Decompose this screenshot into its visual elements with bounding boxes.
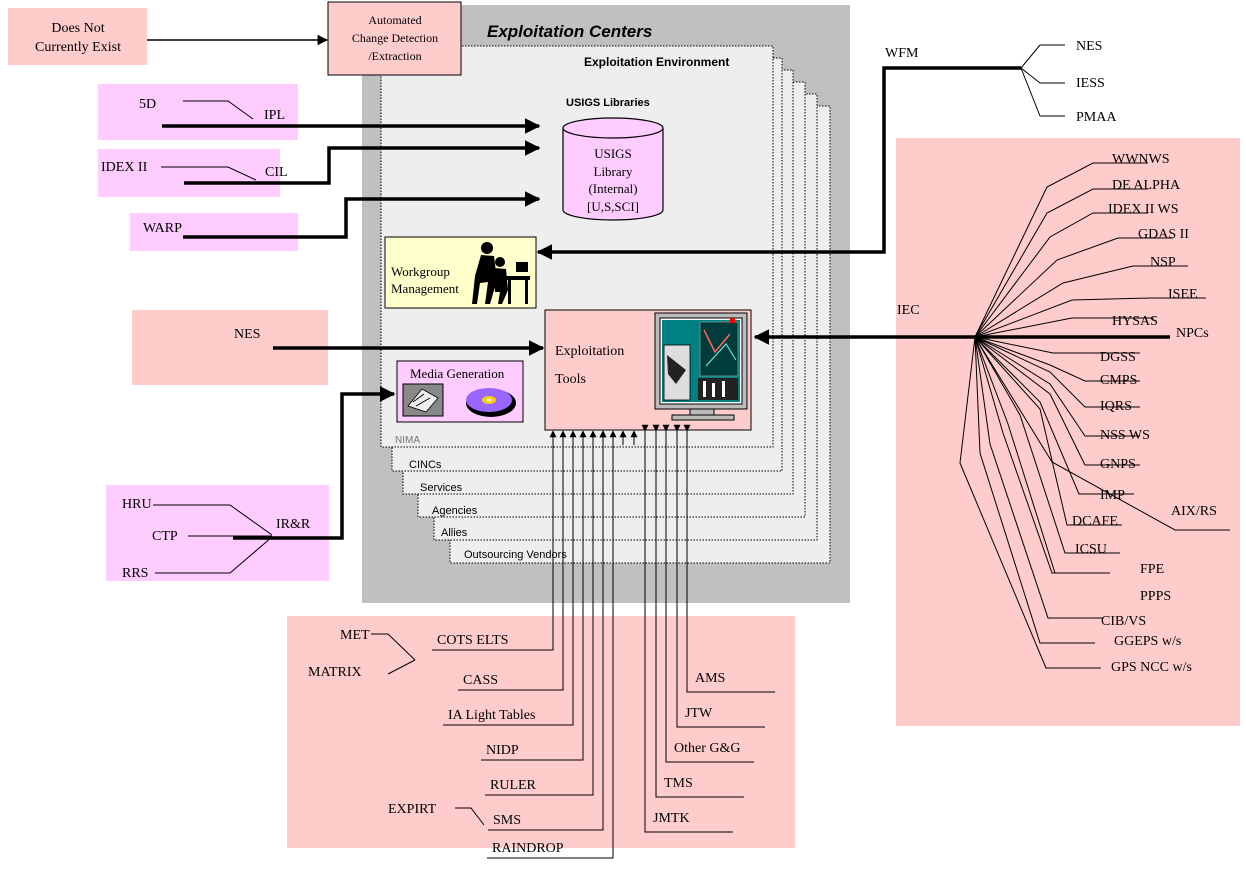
acd-line3: /Extraction bbox=[368, 49, 421, 63]
usigs-library-line2: Library bbox=[594, 164, 633, 179]
layer-label-agencies: Agencies bbox=[432, 505, 478, 517]
iec-item-idex-ii-ws: IDEX II WS bbox=[1108, 202, 1179, 217]
nes-left-label: NES bbox=[234, 327, 260, 342]
bottom-item-ia-light-tables: IA Light Tables bbox=[448, 708, 535, 723]
media-generation-label: Media Generation bbox=[410, 366, 505, 381]
usigs-library-line4: [U,S,SCI] bbox=[587, 199, 639, 214]
layer-label-cincs: CINCs bbox=[409, 459, 442, 471]
bottom-item-nidp: NIDP bbox=[486, 743, 519, 758]
bottom-item-cass: CASS bbox=[463, 673, 498, 688]
bottom-item-sms: SMS bbox=[493, 813, 521, 828]
iec-item-de-alpha: DE ALPHA bbox=[1112, 178, 1181, 193]
iec-item-cmps: CMPS bbox=[1100, 373, 1137, 388]
does-not-currently-exist-box bbox=[8, 8, 147, 65]
workstation-monitor-icon bbox=[655, 313, 747, 420]
iec-label: IEC bbox=[897, 303, 920, 318]
exploitation-environment-label: Exploitation Environment bbox=[584, 55, 729, 69]
does-not-exist-line1: Does Not bbox=[51, 21, 104, 36]
iec-item-wwnws: WWNWS bbox=[1112, 152, 1170, 167]
workgroup-line2: Management bbox=[391, 281, 459, 296]
iec-item-nsp: NSP bbox=[1150, 255, 1176, 270]
wfm-item-iess: IESS bbox=[1076, 76, 1105, 91]
bottom-tools-box bbox=[287, 616, 795, 848]
layer-label-services: Services bbox=[420, 482, 463, 494]
iec-item-dcafe: DCAFE bbox=[1072, 514, 1118, 529]
iec-item-ppps: PPPS bbox=[1140, 589, 1171, 604]
iec-item-hysas: HYSAS bbox=[1112, 314, 1158, 329]
bottom-item-raindrop: RAINDROP bbox=[492, 841, 564, 856]
cots-source-met: MET bbox=[340, 628, 370, 643]
media-printer-icon bbox=[403, 384, 443, 416]
source-rrs: RRS bbox=[122, 566, 148, 581]
iec-item-ggeps-w-s: GGEPS w/s bbox=[1114, 634, 1181, 649]
iec-item-gnps: GNPS bbox=[1100, 457, 1136, 472]
target-ipl: IPL bbox=[264, 108, 285, 123]
iec-item-isee: ISEE bbox=[1168, 287, 1198, 302]
usigs-library-line1: USIGS bbox=[594, 146, 632, 161]
target-irr: IR&R bbox=[276, 517, 311, 532]
wfm-item-nes: NES bbox=[1076, 39, 1102, 54]
usigs-library-line3: (Internal) bbox=[588, 181, 637, 196]
iec-item-iqrs: IQRS bbox=[1100, 399, 1132, 414]
source-5d: 5D bbox=[139, 97, 156, 112]
iec-item-cib-vs: CIB/VS bbox=[1101, 614, 1146, 629]
exploitation-centers-title: Exploitation Centers bbox=[487, 22, 652, 41]
bottom-item-ams: AMS bbox=[695, 671, 725, 686]
source-hru: HRU bbox=[122, 497, 152, 512]
expirt-label: EXPIRT bbox=[388, 802, 437, 817]
bottom-item-other-g-g: Other G&G bbox=[674, 741, 741, 756]
exploitation-tools-line2: Tools bbox=[555, 372, 586, 387]
wfm-item-pmaa: PMAA bbox=[1076, 110, 1117, 125]
layer-label-outsourcing: Outsourcing Vendors bbox=[464, 549, 567, 561]
usigs-libraries-heading: USIGS Libraries bbox=[566, 97, 650, 109]
acd-line2: Change Detection bbox=[352, 31, 438, 45]
layer-label-nima: NIMA bbox=[395, 435, 420, 446]
wfm-label: WFM bbox=[885, 46, 919, 61]
bottom-item-cots-elts: COTS ELTS bbox=[437, 633, 508, 648]
bottom-item-jmtk: JMTK bbox=[653, 811, 690, 826]
iec-item-gps-ncc-w-s: GPS NCC w/s bbox=[1111, 660, 1192, 675]
source-ctp: CTP bbox=[152, 529, 178, 544]
iec-item-dgss: DGSS bbox=[1100, 350, 1136, 365]
source-idex-ii: IDEX II bbox=[101, 160, 148, 175]
bottom-item-tms: TMS bbox=[664, 776, 693, 791]
iec-item-icsu: ICSU bbox=[1075, 542, 1107, 557]
iec-item-imp: IMP bbox=[1100, 488, 1125, 503]
iec-item-aix-rs: AIX/RS bbox=[1171, 504, 1217, 519]
exploitation-tools-line1: Exploitation bbox=[555, 344, 624, 359]
cots-source-matrix: MATRIX bbox=[308, 665, 362, 680]
iec-item-gdas-ii: GDAS II bbox=[1138, 227, 1189, 242]
does-not-exist-line2: Currently Exist bbox=[35, 40, 121, 55]
acd-line1: Automated bbox=[368, 13, 421, 27]
workgroup-line1: Workgroup bbox=[391, 264, 450, 279]
iec-item-nss-ws: NSS WS bbox=[1100, 428, 1150, 443]
bottom-item-ruler: RULER bbox=[490, 778, 537, 793]
wfm-link-nes bbox=[1021, 45, 1040, 68]
iec-item-fpe: FPE bbox=[1140, 562, 1164, 577]
bottom-item-jtw: JTW bbox=[685, 706, 713, 721]
target-cil: CIL bbox=[265, 165, 288, 180]
layer-label-allies: Allies bbox=[441, 527, 468, 539]
iec-item-npcs: NPCs bbox=[1176, 326, 1209, 341]
usigs-library-cylinder-top bbox=[563, 118, 663, 138]
warp-label: WARP bbox=[143, 221, 182, 236]
